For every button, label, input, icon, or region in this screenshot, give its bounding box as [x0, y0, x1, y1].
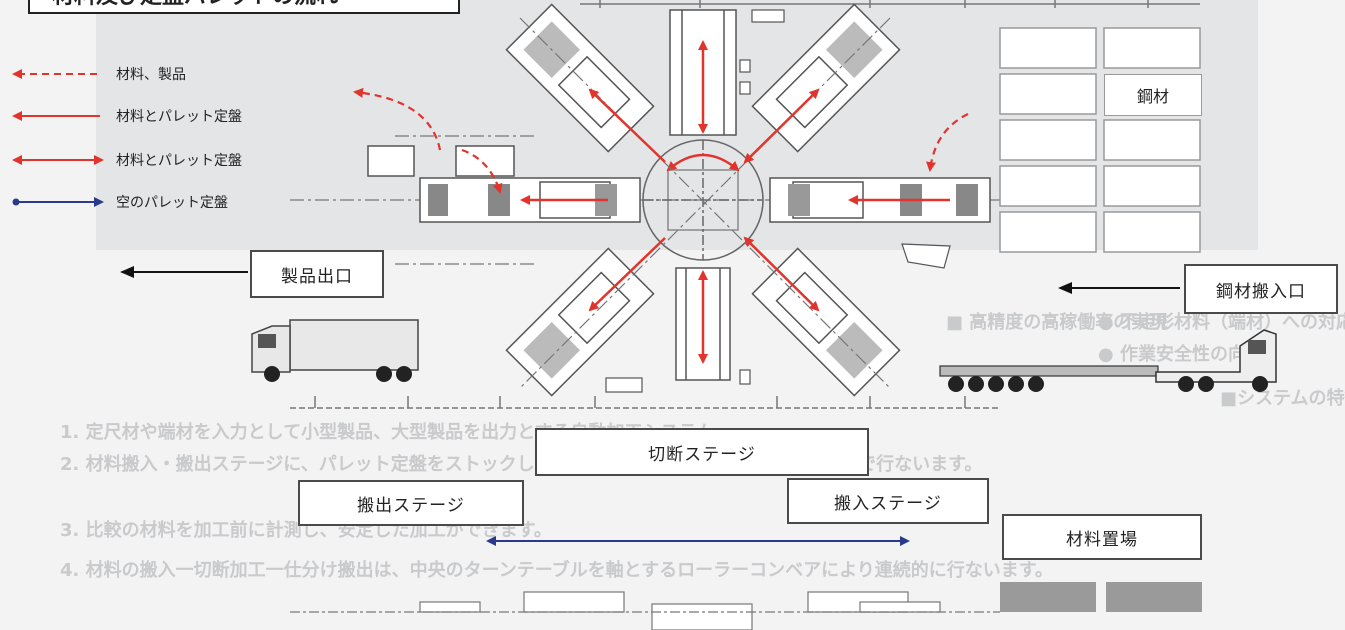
steel-trailer-icon	[939, 329, 1277, 392]
background-text-2: ● 不定形材料（端材）への対応	[1098, 312, 1345, 333]
legend-label: 材料とパレット定盤	[116, 109, 242, 125]
material-storage-label: 材料置場	[1002, 514, 1202, 560]
bottom-stations	[419, 591, 941, 630]
diagonal-conveyor-ne	[751, 3, 901, 153]
top-rail	[580, 0, 1200, 8]
background-text-3: ● 作業安全性の向上	[1098, 344, 1264, 365]
steel-flow-in	[926, 113, 969, 172]
legend-label: 材料、製品	[116, 67, 186, 83]
load-stage-label: 搬入ステージ	[787, 478, 989, 524]
double-arrow-icon	[12, 155, 104, 165]
dashed-left-arrow-icon	[12, 69, 100, 79]
right-conveyor	[769, 177, 991, 223]
product-flow-out	[353, 87, 442, 151]
legend-row-empty-pallet: 空のパレット定盤	[12, 192, 228, 212]
product-exit-label: 製品出口	[250, 250, 384, 298]
legend-row-material-product: 材料、製品	[12, 64, 186, 84]
blue-arrow-icon	[12, 197, 104, 207]
background-text-8: 4. 材料の搬入一切断加工一仕分け搬出は、中央のターンテーブルを軸とするローラー…	[60, 560, 1053, 581]
solid-left-arrow-icon	[12, 111, 100, 121]
legend-label: 空のパレット定盤	[116, 195, 228, 211]
background-text-1: ■ 高精度の高稼働率の実現	[946, 312, 1168, 333]
turntable-rotation-arrow	[666, 153, 740, 172]
steel-entry-label: 鋼材搬入口	[1184, 264, 1338, 314]
steel-label: 鋼材	[1104, 74, 1202, 116]
product-truck-icon	[251, 319, 419, 382]
material-stacks	[1000, 582, 1202, 612]
background-text-4: ■システムの特徴	[1220, 388, 1345, 409]
legend-row-material-pallet-twoway: 材料とパレット定盤	[12, 150, 242, 170]
legend-row-material-pallet-oneway: 材料とパレット定盤	[12, 106, 242, 126]
unload-stage-label: 搬出ステージ	[298, 480, 524, 526]
cutting-stage-label: 切断ステージ	[535, 428, 869, 476]
legend-label: 材料とパレット定盤	[116, 153, 242, 169]
product-flow-down	[461, 148, 503, 194]
diagonal-conveyor-se	[751, 247, 901, 397]
page-title: 材料及び定盤パレットの流れ	[28, 0, 460, 14]
steel-storage-grid	[999, 27, 1201, 253]
left-conveyor	[367, 145, 641, 223]
